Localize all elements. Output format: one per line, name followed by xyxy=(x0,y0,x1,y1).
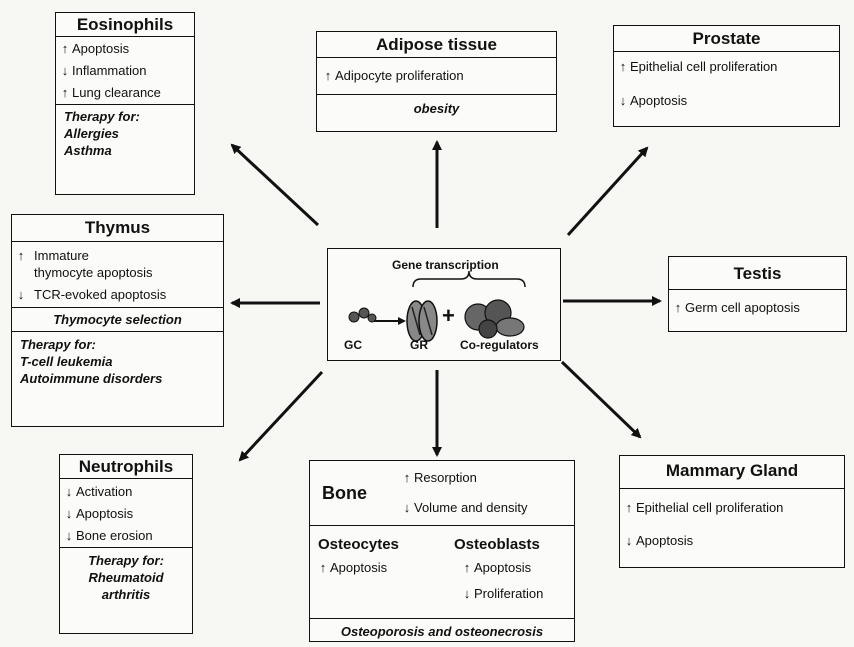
neutrophils-therapy-item: Rheumatoid xyxy=(88,570,164,585)
down-arrow-icon: ↓ xyxy=(403,500,411,515)
bone-effect: ↓Volume and density xyxy=(403,500,528,515)
mammary-box: Mammary Gland ↑Epithelial cell prolifera… xyxy=(619,455,845,568)
down-arrow-icon: ↓ xyxy=(61,63,69,78)
osteoblasts-effect: ↑Apoptosis xyxy=(463,560,532,575)
up-arrow-icon: ↑ xyxy=(674,300,682,315)
up-arrow-icon: ↑ xyxy=(17,248,25,263)
gr-receptor-icon xyxy=(406,300,438,342)
eosinophils-box: Eosinophils ↑Apoptosis ↓Inflammation ↑Lu… xyxy=(55,12,195,195)
prostate-box: Prostate ↑Epithelial cell proliferation … xyxy=(613,25,840,127)
eosinophils-effect: ↓Inflammation xyxy=(61,63,147,78)
up-arrow-icon: ↑ xyxy=(619,59,627,74)
mammary-effect: ↓Apoptosis xyxy=(625,533,694,548)
down-arrow-icon: ↓ xyxy=(65,484,73,499)
prostate-effect: ↑Epithelial cell proliferation xyxy=(619,59,778,74)
osteocytes-title: Osteocytes xyxy=(318,536,399,553)
thymus-therapy-label: Therapy for: xyxy=(20,337,96,352)
down-arrow-icon: ↓ xyxy=(619,93,627,108)
thymus-effect-continued: thymocyte apoptosis xyxy=(34,265,153,280)
gene-transcription-label: Gene transcription xyxy=(392,258,499,272)
adipose-title: Adipose tissue xyxy=(317,32,556,58)
down-arrow-icon: ↓ xyxy=(625,533,633,548)
arrow-to-prostate xyxy=(566,146,649,237)
thymus-title: Thymus xyxy=(12,215,223,242)
testis-title: Testis xyxy=(669,257,846,290)
neutrophils-box: Neutrophils ↓Activation ↓Apoptosis ↓Bone… xyxy=(59,454,193,634)
prostate-title: Prostate xyxy=(614,26,839,52)
osteoblasts-effect: ↓Proliferation xyxy=(463,586,544,601)
down-arrow-icon: ↓ xyxy=(463,586,471,601)
bone-condition: Osteoporosis and osteonecrosis xyxy=(310,618,574,643)
neutrophils-therapy-label: Therapy for: xyxy=(88,553,164,568)
neutrophils-effect: ↓Activation xyxy=(65,484,133,499)
thymus-therapy-item: Autoimmune disorders xyxy=(20,371,163,386)
bone-title: Bone xyxy=(322,483,367,503)
bone-box: Bone ↑Resorption ↓Volume and density Ost… xyxy=(309,460,575,642)
prostate-effect: ↓Apoptosis xyxy=(619,93,688,108)
up-arrow-icon: ↑ xyxy=(403,470,411,485)
adipose-condition: obesity xyxy=(317,94,556,123)
coregulators-label: Co-regulators xyxy=(460,338,539,352)
up-arrow-icon: ↑ xyxy=(463,560,471,575)
bone-effect: ↑Resorption xyxy=(403,470,477,485)
mammary-effect: ↑Epithelial cell proliferation xyxy=(625,500,784,515)
adipose-box: Adipose tissue ↑Adipocyte proliferation … xyxy=(316,31,557,132)
mammary-title: Mammary Gland xyxy=(620,456,844,489)
thymus-selection: Thymocyte selection xyxy=(12,307,223,331)
center-box: Gene transcription + GC GR Co-regulators xyxy=(327,248,561,361)
neutrophils-effect: ↓Bone erosion xyxy=(65,528,153,543)
eosinophils-effect: ↑Apoptosis xyxy=(61,41,130,56)
neutrophils-effect: ↓Apoptosis xyxy=(65,506,134,521)
down-arrow-icon: ↓ xyxy=(65,506,73,521)
osteocytes-effect: ↑Apoptosis xyxy=(319,560,388,575)
thymus-effect: ↓TCR-evoked apoptosis xyxy=(17,287,167,302)
osteoblasts-title: Osteoblasts xyxy=(454,536,540,553)
eosinophils-title: Eosinophils xyxy=(56,13,194,37)
up-arrow-icon: ↑ xyxy=(319,560,327,575)
arrow-to-mammary xyxy=(560,360,642,439)
thymus-effect: ↑Immature xyxy=(17,248,89,263)
arrow-to-neutrophils xyxy=(238,370,324,462)
eosinophils-effect: ↑Lung clearance xyxy=(61,85,161,100)
up-arrow-icon: ↑ xyxy=(61,41,69,56)
thymus-box: Thymus ↑Immature thymocyte apoptosis ↓TC… xyxy=(11,214,224,427)
thymus-therapy-item: T-cell leukemia xyxy=(20,354,113,369)
down-arrow-icon: ↓ xyxy=(17,287,25,302)
testis-box: Testis ↑Germ cell apoptosis xyxy=(668,256,847,332)
eosinophils-therapy-label: Therapy for: xyxy=(64,109,140,124)
gr-label: GR xyxy=(410,338,428,352)
up-arrow-icon: ↑ xyxy=(61,85,69,100)
down-arrow-icon: ↓ xyxy=(65,528,73,543)
testis-effect: ↑Germ cell apoptosis xyxy=(674,300,800,315)
neutrophils-title: Neutrophils xyxy=(60,455,192,479)
coregulators-icon xyxy=(464,299,525,339)
plus-sign: + xyxy=(442,303,455,328)
eosinophils-therapy-item: Asthma xyxy=(64,143,112,158)
adipose-effect: ↑Adipocyte proliferation xyxy=(324,68,464,83)
eosinophils-therapy-item: Allergies xyxy=(64,126,119,141)
arrow-to-eosinophils xyxy=(230,143,320,227)
up-arrow-icon: ↑ xyxy=(625,500,633,515)
neutrophils-therapy-item: arthritis xyxy=(101,587,151,602)
gc-molecule-icon xyxy=(348,307,377,323)
up-arrow-icon: ↑ xyxy=(324,68,332,83)
gc-label: GC xyxy=(344,338,362,352)
molecule-illustration xyxy=(348,270,526,342)
